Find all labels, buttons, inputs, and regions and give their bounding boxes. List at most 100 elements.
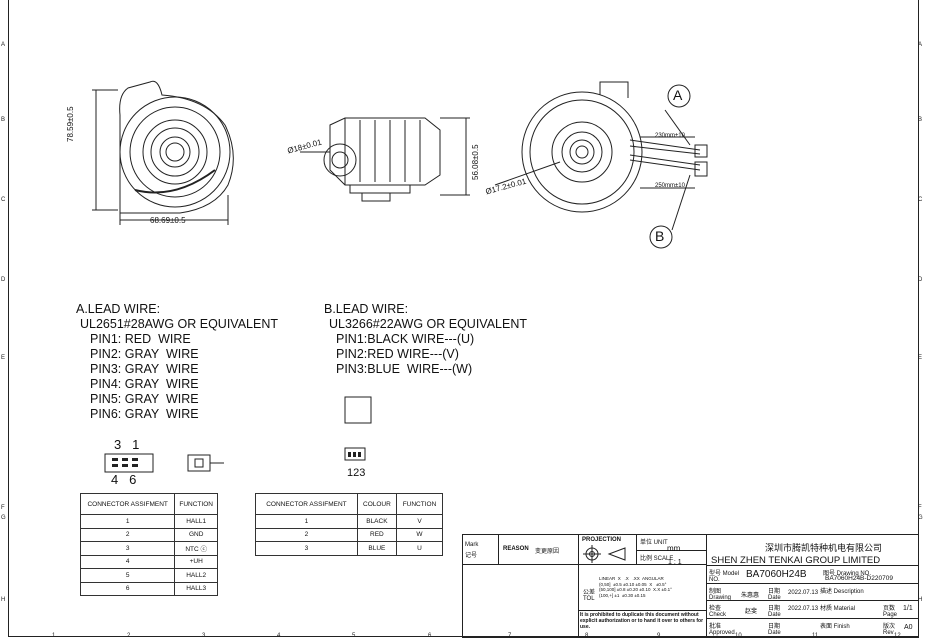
dim-side-height: 56.08±0.5: [471, 144, 480, 180]
dim-wire-b: 250mm±10: [655, 183, 685, 189]
date-value-2: 2022.07.13: [788, 606, 819, 612]
drawing-label: 制图 Drawing: [709, 589, 732, 601]
lead-b-pin: PIN2:RED WIRE---(V): [336, 347, 459, 361]
reason-cn: 变更原因: [535, 549, 560, 555]
reason-label: REASON: [503, 546, 529, 552]
unit-value: mm: [667, 544, 681, 553]
column-number-3: 3: [202, 633, 206, 639]
table-b-cell: RED: [356, 527, 397, 542]
table-a-row: 4+UH: [79, 554, 218, 569]
connector-a: [104, 453, 224, 473]
lead-a-pin: PIN4: GRAY WIRE: [90, 377, 199, 391]
side-view: [300, 117, 470, 202]
row-letter-right-a: A: [918, 42, 923, 48]
mark-cn: 记号: [465, 553, 478, 559]
lead-a-spec: UL2651#28AWG OR EQUIVALENT: [80, 317, 278, 331]
page-value: 1/1: [903, 605, 913, 612]
material-label: 材质 Material: [820, 606, 856, 612]
connector-b-label: 123: [347, 467, 366, 479]
unit-label: 单位 UNIT: [640, 540, 668, 546]
row-letter-right-e: E: [918, 355, 923, 361]
company-cn: 深圳市腾凯特种机电有限公司: [765, 543, 883, 553]
column-number-4: 4: [277, 633, 281, 639]
column-number-12: 12: [894, 633, 901, 639]
row-letter-e: E: [1, 355, 6, 361]
finish-label: 表面 Finish: [820, 624, 850, 630]
column-number-2: 2: [127, 633, 131, 639]
row-letter-right-g: G: [918, 515, 923, 521]
scale-label: 比例 SCALE: [640, 556, 674, 562]
dim-wire-a: 230mm±10: [655, 133, 685, 139]
table-a-cell: 1: [79, 514, 176, 529]
lead-a-pin: PIN2: GRAY WIRE: [90, 347, 199, 361]
table-a-header-cell: FUNCTION: [174, 493, 218, 515]
table-a-cell: 2: [79, 527, 176, 542]
projection-label: PROJECTION: [582, 537, 622, 543]
projection-symbol: [583, 545, 626, 563]
rev-label: 版次 Rev: [883, 624, 896, 636]
row-letter-d: D: [1, 277, 6, 283]
column-number-5: 5: [352, 633, 356, 639]
lead-b-spec: UL3266#22AWG OR EQUIVALENT: [329, 317, 527, 331]
callout-a: A: [673, 87, 683, 103]
connector-a-bottom-label: 4 6: [111, 472, 137, 487]
model-label: 型号 Model NO.: [709, 571, 740, 583]
dim-front-width: 68.69±0.5: [150, 216, 186, 225]
table-b-cell: 2: [255, 527, 358, 542]
title-block: Mark 记号 REASON 变更原因 PROJECTION 单位 UNIT m…: [462, 534, 919, 638]
column-number-6: 6: [428, 633, 432, 639]
row-letter-h: H: [1, 597, 6, 603]
lead-a-pin: PIN1: RED WIRE: [90, 332, 191, 346]
row-letter-g: G: [1, 515, 6, 521]
table-b-header-cell: FUNCTION: [395, 493, 444, 515]
table-a-cell: HALL3: [174, 581, 218, 596]
row-letter-b: B: [1, 117, 6, 123]
row-letter-right-c: C: [918, 197, 923, 203]
date-value-1: 2022.07.13: [788, 590, 819, 596]
warning-text: It is prohibited to duplicate this docum…: [580, 612, 704, 630]
table-a-cell: HALL1: [174, 514, 218, 529]
lead-b-title: B.LEAD WIRE:: [324, 302, 409, 316]
row-letter-f: F: [1, 505, 5, 511]
table-a-header-cell: CONNECTOR ASSIFMENT: [79, 493, 176, 515]
table-a-cell: 3: [79, 541, 176, 556]
mark-label: Mark: [465, 542, 479, 548]
table-b-cell: W: [395, 527, 444, 542]
row-letter-right-b: B: [918, 117, 923, 123]
lead-b-pin: PIN3:BLUE WIRE---(W): [336, 362, 473, 376]
table-a-cell: GND: [174, 527, 218, 542]
tol-label: 公差 TOL: [583, 590, 596, 602]
table-b-cell: 1: [255, 514, 358, 529]
table-a-cell: 6: [79, 581, 176, 596]
drawer-name: 朱惠惠: [741, 593, 760, 599]
row-letter-a: A: [1, 42, 6, 48]
model-value: BA7060H24B: [746, 569, 807, 580]
lead-b-pin: PIN1:BLACK WIRE---(U): [336, 332, 475, 346]
front-view: [92, 80, 234, 225]
connector-a-top-label: 3 1: [114, 437, 140, 452]
drawing-no-label: 图号 Drawing NO.: [823, 571, 872, 577]
description-label: 描述 Description: [820, 589, 864, 595]
approved-label: 批准 Approved: [709, 624, 735, 636]
table-b-cell: V: [395, 514, 444, 529]
table-a-cell: 5: [79, 568, 176, 583]
lead-b-pins: PIN1:BLACK WIRE---(U)PIN2:RED WIRE---(V)…: [336, 332, 474, 377]
scale-value: 1 : 1: [668, 559, 682, 566]
checker-name: 赵斐: [745, 609, 758, 615]
row-letter-c: C: [1, 197, 6, 203]
date-label-1: 日期 Date: [768, 589, 781, 601]
date-label-2: 日期 Date: [768, 606, 781, 618]
table-b-cell: BLACK: [356, 514, 397, 529]
table-a-cell: NTC ⓒ: [174, 541, 218, 556]
lead-a-pin: PIN6: GRAY WIRE: [90, 407, 199, 421]
